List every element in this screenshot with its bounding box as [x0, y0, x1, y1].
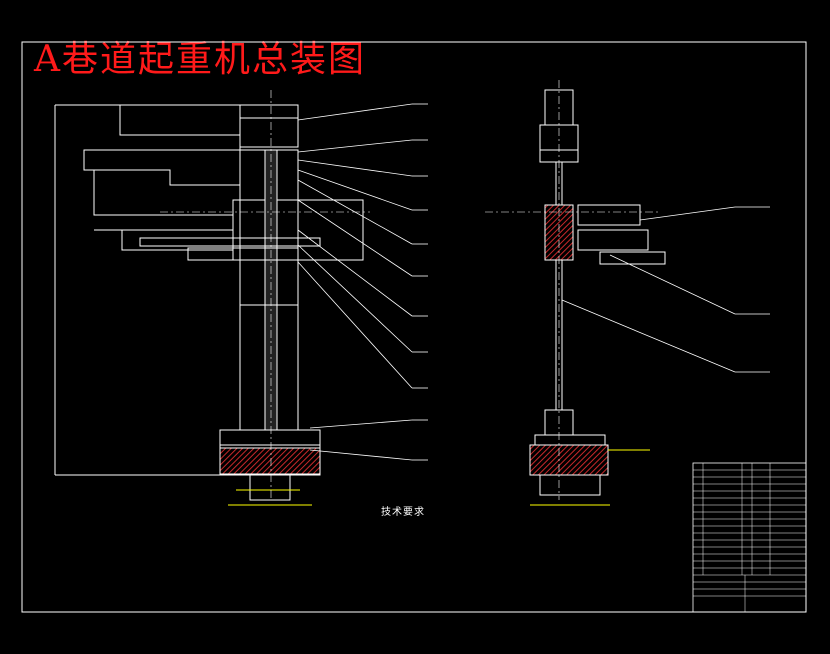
sheet-border	[21, 41, 807, 613]
drawing-title: A巷道起重机总装图	[34, 39, 366, 80]
side-view	[485, 80, 770, 506]
title-block	[692, 462, 807, 613]
front-view	[54, 90, 428, 506]
tech-requirements-heading: 技术要求	[381, 507, 425, 518]
